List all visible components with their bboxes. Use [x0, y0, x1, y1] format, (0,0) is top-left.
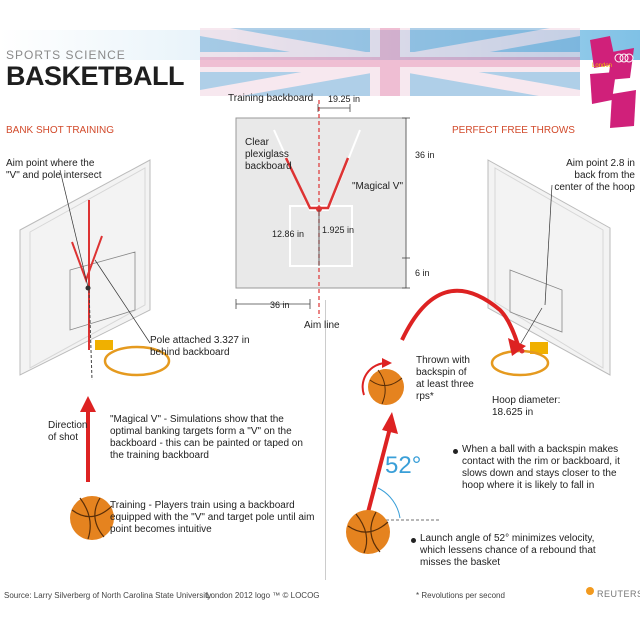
center-clear-label: Clear plexiglass backboard: [245, 137, 292, 172]
left-diagram: [19, 159, 171, 540]
union-flag-graphic: [200, 28, 580, 98]
left-magical-v-note: "Magical V" - Simulations show that the …: [110, 414, 303, 461]
left-basketball: [70, 496, 114, 540]
right-launch-arrow: [364, 427, 392, 521]
right-basketball: [346, 510, 390, 554]
center-dim-v-height: 12.86 in: [272, 229, 305, 239]
center-diagram: [235, 100, 410, 318]
center-dim-bottom: 36 in: [270, 300, 290, 310]
right-hoop: [490, 349, 550, 377]
left-aim-point-label: Aim point where the "V" and pole interse…: [6, 158, 102, 181]
right-backspin-label: Thrown with backspin of at least three r…: [416, 355, 474, 402]
center-backboard-title: Training backboard: [228, 93, 314, 104]
left-direction-label: Direction of shot: [48, 420, 88, 443]
center-inner-square: [289, 205, 353, 267]
right-hoop-bracket: [530, 342, 548, 354]
logo-text: London: [592, 63, 612, 69]
center-aim-line-label: Aim line: [304, 320, 340, 331]
right-bullet-2: Launch angle of 52° minimizes velocity, …: [420, 533, 596, 568]
bullet-dot-2: [411, 538, 416, 543]
panel-divider: [325, 300, 326, 580]
center-dim-right-bottom: 6 in: [415, 268, 430, 278]
page-title: BASKETBALL: [6, 61, 185, 91]
right-section-title: PERFECT FREE THROWS: [452, 125, 575, 136]
london-2012-logo: London: [590, 36, 636, 128]
left-pole-label: Pole attached 3.327 in behind backboard: [150, 335, 250, 358]
right-trajectory: [400, 288, 520, 346]
left-hoop-bracket: [95, 340, 113, 350]
center-dim-v-offset: 1.925 in: [322, 225, 355, 235]
footer-brand: REUTERS: [597, 589, 640, 599]
right-diagram: [346, 159, 611, 554]
left-section-title: BANK SHOT TRAINING: [6, 125, 114, 136]
left-backboard: [19, 159, 151, 376]
center-backboard: [235, 117, 407, 289]
center-dim-top: 19.25 in: [328, 94, 361, 104]
left-aim-point-dot: [85, 285, 91, 291]
left-inner-square: [69, 251, 136, 331]
right-hoop-label: Hoop diameter: 18.625 in: [492, 395, 561, 418]
right-angle-label: 52°: [385, 452, 422, 479]
footer-source: Source: Larry Silverberg of North Caroli…: [4, 591, 212, 600]
right-bullet-1: When a ball with a backspin makes contac…: [462, 444, 620, 491]
reuters-logo-icon: [586, 587, 594, 595]
header-banner: [0, 28, 640, 110]
center-magical-v-label: "Magical V": [352, 181, 404, 192]
right-backboard: [487, 159, 611, 376]
bullet-dot-1: [453, 449, 458, 454]
kicker-text: SPORTS SCIENCE: [6, 48, 126, 62]
right-spinning-ball: [361, 358, 404, 405]
footer-logo-credit: London 2012 logo ™ © LOCOG: [206, 591, 320, 600]
left-hoop: [103, 345, 171, 377]
right-inner-square: [509, 269, 563, 333]
footer-footnote: * Revolutions per second: [416, 591, 505, 600]
center-dim-right-top: 36 in: [415, 150, 435, 160]
right-aim-point-label: Aim point 2.8 in back from the center of…: [554, 158, 635, 193]
left-training-note: Training - Players train using a backboa…: [110, 500, 315, 535]
backspin-arrow: [361, 362, 387, 396]
